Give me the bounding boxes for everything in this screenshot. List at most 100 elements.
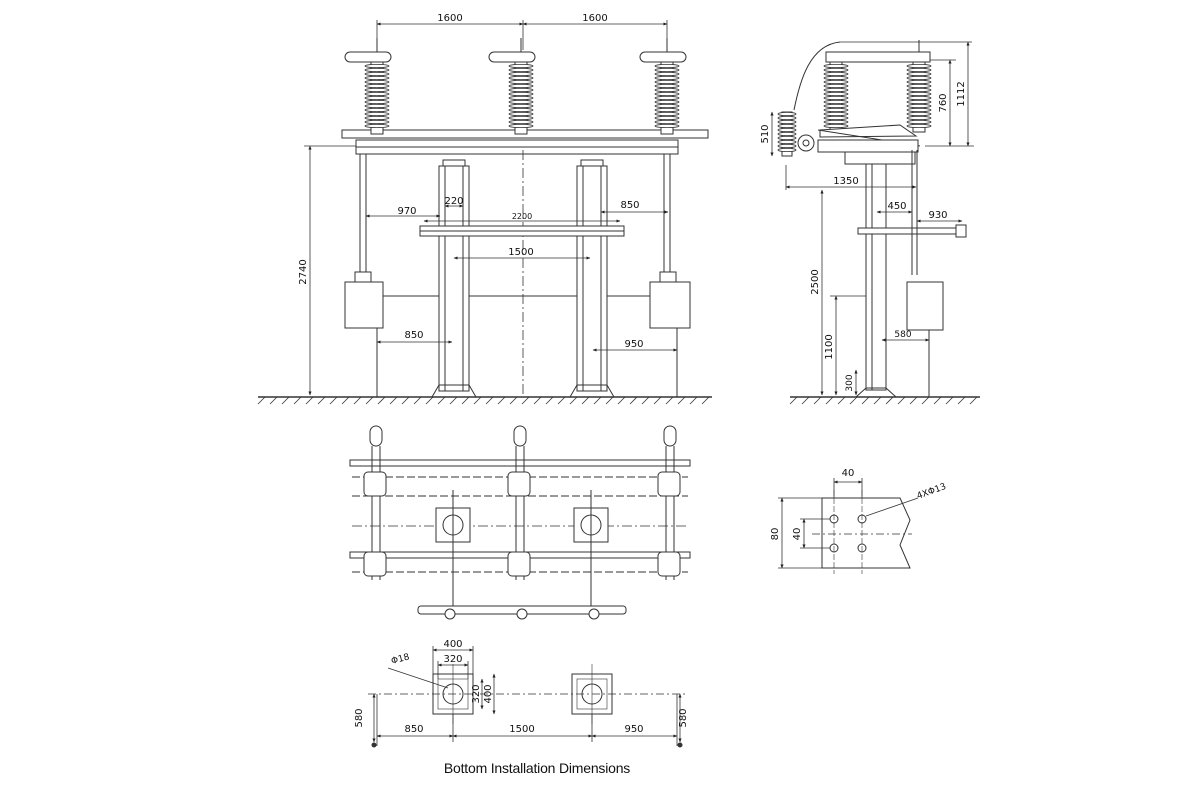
- insulator-shed: [823, 120, 849, 125]
- insulator-shed: [654, 116, 680, 121]
- ground-hatch: [293, 396, 302, 405]
- ground-hatch: [533, 396, 542, 405]
- insulator-shed: [364, 68, 390, 73]
- side-view-dimensions: 760 1112 510 1350 450 930 2500 1100 580 …: [760, 81, 967, 391]
- insulator-shed: [777, 116, 797, 121]
- ground-hatch: [957, 396, 966, 405]
- ground-hatch: [909, 396, 918, 405]
- insulator-shed: [508, 100, 534, 105]
- insulator-shed: [777, 127, 797, 132]
- ground-hatch: [825, 396, 834, 405]
- insulator-shed: [654, 88, 680, 93]
- column-right: [569, 159, 615, 398]
- ground-hatch: [485, 396, 494, 405]
- ground-hatch: [281, 396, 290, 405]
- ground-hatch: [257, 396, 266, 405]
- dim-hole-dia: Φ18: [390, 652, 411, 667]
- dim-box-offset-left: 970: [397, 206, 416, 217]
- front-view-dimensions: 1600 1600 2740 2200 970 220 850 1500 850…: [298, 13, 644, 350]
- ground-hatch: [305, 396, 314, 405]
- ground-hatch: [581, 396, 590, 405]
- insulator-shed: [364, 76, 390, 81]
- insulator-left: [344, 38, 392, 135]
- insulator-shed: [508, 116, 534, 121]
- insulator-shed: [823, 116, 849, 121]
- plan-pole-right: [657, 425, 681, 580]
- insulator-shed: [906, 112, 932, 117]
- insulator-shed: [364, 88, 390, 93]
- ground-hatch: [813, 396, 822, 405]
- dim-box-left-dist: 850: [404, 330, 423, 341]
- insulator-right: [639, 38, 687, 135]
- insulator-shed: [364, 80, 390, 85]
- insulator-shed: [508, 120, 534, 125]
- ground-hatch: [353, 396, 362, 405]
- ground-hatch: [569, 396, 578, 405]
- ground-hatch: [789, 396, 798, 405]
- insulator-shed: [906, 68, 932, 73]
- insulator-shed: [777, 139, 797, 144]
- insulator-shed: [823, 80, 849, 85]
- insulator-shed: [906, 116, 932, 121]
- insulator-shed: [654, 104, 680, 109]
- insulator-shed: [777, 124, 797, 129]
- insulator-shed: [654, 76, 680, 81]
- insulator-shed: [823, 88, 849, 93]
- insulator-shed: [654, 72, 680, 77]
- insulator-shed: [906, 92, 932, 97]
- ground-hatch: [329, 396, 338, 405]
- insulator-shed: [777, 120, 797, 125]
- insulator-shed: [364, 104, 390, 109]
- insulator-shed: [823, 68, 849, 73]
- ground-hatch: [617, 396, 626, 405]
- ground-hatch: [641, 396, 650, 405]
- dim-dist-left: 850: [404, 724, 423, 735]
- ground-hatch: [897, 396, 906, 405]
- insulator-shed: [906, 124, 932, 129]
- insulator-shed: [823, 84, 849, 89]
- ground-hatch: [665, 396, 674, 405]
- insulator-shed: [823, 96, 849, 101]
- insulator-shed: [906, 108, 932, 113]
- insulator-shed: [508, 72, 534, 77]
- insulator-shed: [777, 135, 797, 140]
- ground-hatch: [677, 396, 686, 405]
- insulator-shed: [777, 131, 797, 136]
- bottom-installation: [368, 646, 688, 748]
- insulator-shed: [508, 92, 534, 97]
- insulator-shed: [823, 108, 849, 113]
- ground-hatch: [837, 396, 846, 405]
- insulator-shed: [364, 92, 390, 97]
- dim-foot-h: 300: [845, 374, 855, 391]
- dim-hole-spacing-x: 40: [842, 468, 855, 479]
- insulator-shed: [508, 104, 534, 109]
- insulator-shed: [823, 72, 849, 77]
- insulator-shed: [364, 64, 390, 69]
- ground-hatch: [377, 396, 386, 405]
- insulator-shed: [508, 68, 534, 73]
- insulator-shed: [906, 96, 932, 101]
- ground-hatch: [849, 396, 858, 405]
- insulator-shed: [654, 92, 680, 97]
- insulator-shed: [777, 147, 797, 152]
- dim-height-total: 2740: [298, 259, 309, 284]
- insulator-shed: [364, 72, 390, 77]
- figure-caption: Bottom Installation Dimensions: [443, 760, 631, 776]
- ground-hatch: [317, 396, 326, 405]
- ground-hatch: [365, 396, 374, 405]
- ground-hatch: [449, 396, 458, 405]
- ground-hatch: [557, 396, 566, 405]
- dim-arrester-h: 510: [760, 124, 771, 143]
- ground-hatch: [945, 396, 954, 405]
- insulator-shed: [906, 84, 932, 89]
- ground-line-front: [257, 396, 712, 405]
- insulator-shed: [823, 76, 849, 81]
- insulator-shed: [823, 124, 849, 129]
- insulator-shed: [508, 64, 534, 69]
- ground-hatch: [401, 396, 410, 405]
- dim-dist-mid: 1500: [509, 724, 534, 735]
- insulator-shed: [654, 124, 680, 129]
- ground-hatch: [629, 396, 638, 405]
- insulator-shed: [654, 120, 680, 125]
